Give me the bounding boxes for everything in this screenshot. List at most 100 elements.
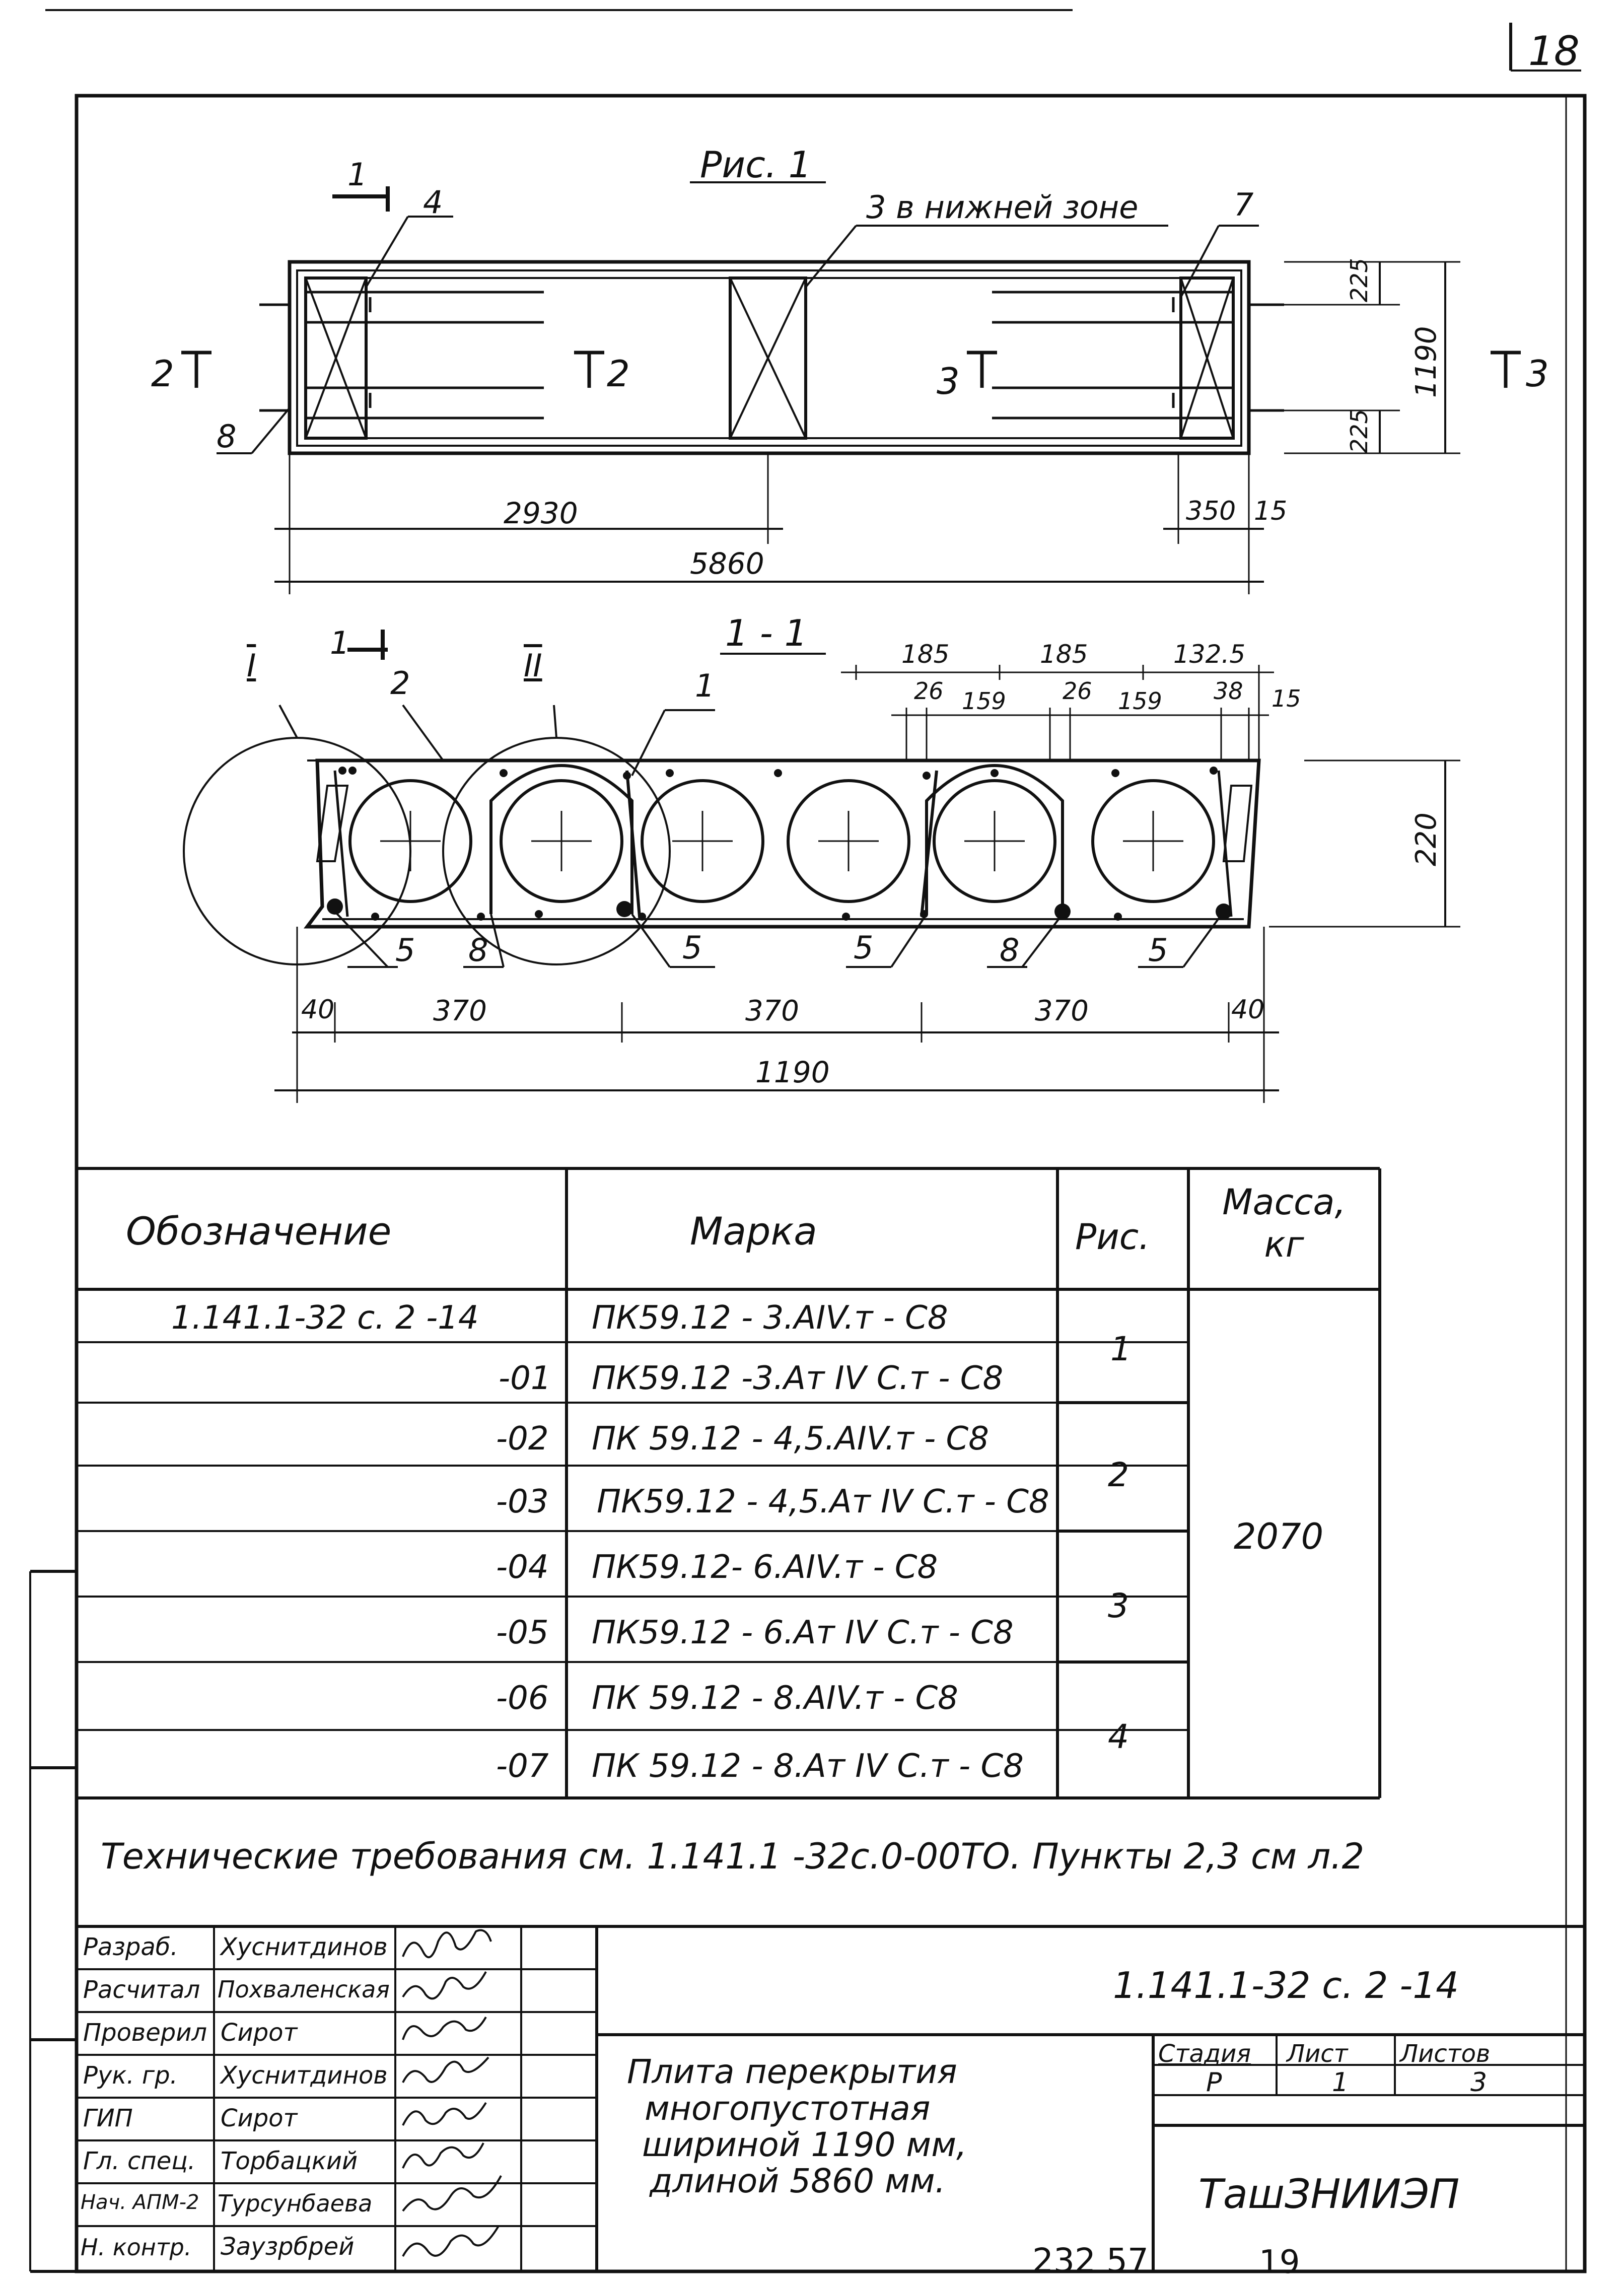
cross-section: [183, 630, 1460, 1103]
table-row-mark: ПК 59.12 - 8.Ат IV С.т - С8: [592, 1748, 1024, 1785]
spec-table-grid: [77, 1167, 1381, 1799]
dim-159-a: 159: [962, 687, 1006, 715]
plan-view: [181, 181, 1521, 594]
dim-185-a: 185: [901, 640, 950, 669]
table-header-fig: Рис.: [1075, 1216, 1150, 1258]
table-row-designation: 1.141.1-32 с. 2 -14: [171, 1299, 479, 1337]
table-row-designation: -02: [496, 1420, 549, 1458]
signatures: [402, 1929, 502, 2257]
tb-sheets: 3: [1470, 2067, 1488, 2098]
table-fig-4: 4: [1108, 1717, 1129, 1756]
detail-callout-II: II: [524, 647, 542, 684]
sheet-number: 18: [1528, 28, 1580, 75]
tb-name: Торбацкий: [221, 2147, 358, 2175]
tb-role: Расчитал: [83, 1976, 200, 2004]
table-row-designation: -03: [496, 1483, 549, 1520]
table-header-mark: Марка: [690, 1209, 817, 1254]
tb-name-line-4: длиной 5860 мм.: [650, 2162, 946, 2200]
tb-name-line-2: многопустотная: [645, 2089, 931, 2128]
table-fig-3: 3: [1108, 1586, 1129, 1625]
dim-370-c: 370: [1035, 995, 1089, 1027]
rebar-dots: [327, 767, 1232, 921]
dim-15-section: 15: [1272, 685, 1301, 712]
dim-1190-vertical: 1190: [1410, 326, 1443, 398]
callout-2: 2: [390, 665, 410, 702]
dim-40-left: 40: [301, 995, 335, 1025]
tb-doc-code: 1.141.1-32 с. 2 -14: [1113, 1964, 1459, 2006]
footer-number-b: 19: [1259, 2244, 1300, 2281]
callout-8-a: 8: [468, 932, 488, 968]
tb-name: Хуснитдинов: [221, 2061, 388, 2090]
dim-225-top: 225: [1346, 258, 1373, 302]
section-mark-2-left: 2: [151, 353, 174, 395]
callout-5-b: 5: [682, 929, 702, 966]
tb-role: Н. контр.: [81, 2234, 192, 2261]
dim-159-b: 159: [1118, 687, 1162, 715]
tb-name-line-3: шириной 1190 мм,: [642, 2125, 967, 2164]
tb-name-line-1: Плита перекрытия: [627, 2052, 957, 2091]
tb-name: Сирот: [221, 2019, 298, 2047]
table-row-mark: ПК59.12 - 3.АIV.т - С8: [592, 1299, 948, 1337]
table-fig-1: 1: [1110, 1330, 1132, 1368]
callout-4: 4: [423, 184, 443, 221]
technical-requirements: Технические требования см. 1.141.1 -32с.…: [101, 1836, 1365, 1877]
footer-number-a: 232 57: [1032, 2241, 1149, 2280]
tb-name: Хуснитдинов: [221, 1933, 388, 1961]
dim-350: 350: [1186, 496, 1236, 526]
table-row-designation: -04: [496, 1549, 549, 1586]
table-row-designation: -05: [496, 1614, 549, 1651]
tb-role: ГИП: [83, 2104, 133, 2132]
section-cut-mark: 1: [330, 625, 350, 661]
tb-name: Заузрбрей: [221, 2233, 355, 2261]
dim-5860: 5860: [690, 546, 764, 581]
table-mass: 2070: [1234, 1516, 1324, 1557]
table-row-mark: ПК 59.12 - 4,5.АIV.т - С8: [592, 1420, 989, 1458]
dim-370-a: 370: [433, 995, 487, 1027]
callout-5-d: 5: [1148, 932, 1168, 968]
dim-26-b: 26: [1063, 677, 1092, 705]
section-mark-2-right: 2: [607, 353, 630, 395]
callout-8-b: 8: [1000, 932, 1020, 968]
callout-1: 1: [695, 667, 715, 704]
tb-role: Гл. спец.: [83, 2147, 196, 2175]
section-mark-3-left: 3: [937, 360, 960, 402]
tb-role: Рук. гр.: [83, 2061, 178, 2090]
table-row-mark: ПК59.12 - 6.Ат IV С.т - С8: [592, 1614, 1014, 1651]
figure-title: Рис. 1: [700, 144, 812, 186]
section-mark-1: 1: [347, 156, 368, 193]
tb-role: Разраб.: [83, 1933, 178, 1961]
dim-225-bottom: 225: [1346, 409, 1373, 453]
dim-132-5: 132.5: [1173, 640, 1246, 669]
tb-name: Турсунбаева: [218, 2190, 373, 2217]
table-header-mass: Масса, кг: [1222, 1182, 1346, 1265]
table-row-mark: ПК59.12 - 4,5.Ат IV С.т - С8: [597, 1483, 1049, 1520]
tb-stage: Р: [1206, 2067, 1222, 2098]
table-row-designation: -07: [496, 1748, 549, 1785]
tb-sheet: 1: [1332, 2067, 1349, 2098]
callout-8: 8: [217, 418, 237, 455]
tb-name: Похваленская: [218, 1976, 390, 2003]
table-row-mark: ПК 59.12 - 8.АIV.т - С8: [592, 1680, 958, 1717]
callout-5-a: 5: [395, 932, 415, 968]
dim-26-a: 26: [914, 677, 944, 705]
dim-220: 220: [1410, 812, 1443, 866]
table-row-designation: -01: [499, 1360, 551, 1397]
table-row-mark: ПК59.12- 6.АIV.т - С8: [592, 1549, 938, 1586]
section-title: 1 - 1: [725, 612, 808, 654]
detail-callout-I: I: [247, 647, 256, 684]
title-block-grid: [77, 1925, 1585, 2271]
callout-7: 7: [1234, 186, 1254, 223]
callout-5-c: 5: [854, 929, 874, 966]
dim-40-right: 40: [1231, 995, 1265, 1025]
section-mark-3-right: 3: [1526, 353, 1549, 395]
tb-stage-label: Стадия: [1158, 2040, 1251, 2068]
dim-15: 15: [1254, 496, 1288, 526]
dim-185-b: 185: [1040, 640, 1088, 669]
tb-name: Сирот: [221, 2104, 298, 2132]
table-row-designation: -06: [496, 1680, 549, 1717]
table-header-designation: Обозначение: [126, 1209, 392, 1254]
tb-role: Нач. АПМ-2: [81, 2191, 199, 2214]
dim-2930: 2930: [504, 496, 578, 530]
tb-sheet-label: Лист: [1287, 2040, 1348, 2068]
